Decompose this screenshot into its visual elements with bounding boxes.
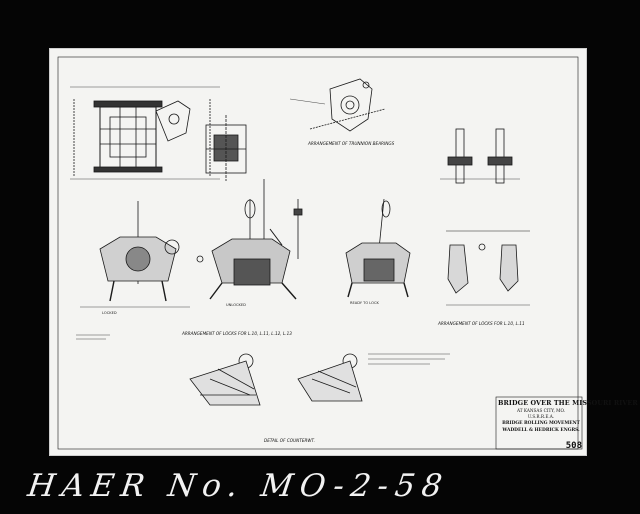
caption-locks-main: ARRANGEMENT OF LOCKS FOR L.10, L.11, L.1… xyxy=(182,331,292,336)
notes xyxy=(76,334,450,365)
label-locked: LOCKED xyxy=(102,311,117,315)
pin-detail-view xyxy=(440,128,520,184)
counterweight-detail-left xyxy=(189,353,261,406)
haer-number: HAER No. MO-2-58 xyxy=(25,468,452,504)
counterweight-detail-right xyxy=(297,353,363,402)
caption-locks-right: ARRANGEMENT OF LOCKS FOR L.10, L.11 xyxy=(438,321,525,326)
label-unlocked: UNLOCKED xyxy=(226,303,246,307)
lock-unlocked-view xyxy=(196,179,297,300)
lock-right-view xyxy=(446,230,530,306)
engineering-drawing xyxy=(57,56,583,450)
caption-counterweight: DETAIL OF COUNTERWT. xyxy=(264,438,315,443)
sheet-number: 508 xyxy=(565,441,582,451)
side-elevation-view xyxy=(70,86,220,180)
trunnion-bearing-view xyxy=(289,78,386,132)
small-lever-view xyxy=(293,199,303,259)
plan-detail-view xyxy=(205,115,247,181)
label-ready: READY TO LOCK xyxy=(350,301,379,305)
title-block: BRIDGE OVER THE MISSOURI RIVER AT KANSAS… xyxy=(498,399,638,451)
lock-locked-view xyxy=(80,201,190,308)
title-block-line2: U.S.R.R.E.A. xyxy=(527,414,555,419)
title-block-bold2: WADDELL & HEDRICK ENGRS. xyxy=(502,428,580,433)
title-block-title: BRIDGE OVER THE MISSOURI RIVER xyxy=(498,399,638,407)
drawing-sheet: ARRANGEMENT OF TRUNNION BEARINGS LOCKED … xyxy=(49,48,638,456)
caption-trunnion: ARRANGEMENT OF TRUNNION BEARINGS xyxy=(308,141,395,146)
title-block-bold1: BRIDGE ROLLING MOVEMENT xyxy=(502,421,580,426)
lock-ready-view xyxy=(345,198,411,298)
title-block-line1: AT KANSAS CITY, MO. xyxy=(516,408,565,413)
